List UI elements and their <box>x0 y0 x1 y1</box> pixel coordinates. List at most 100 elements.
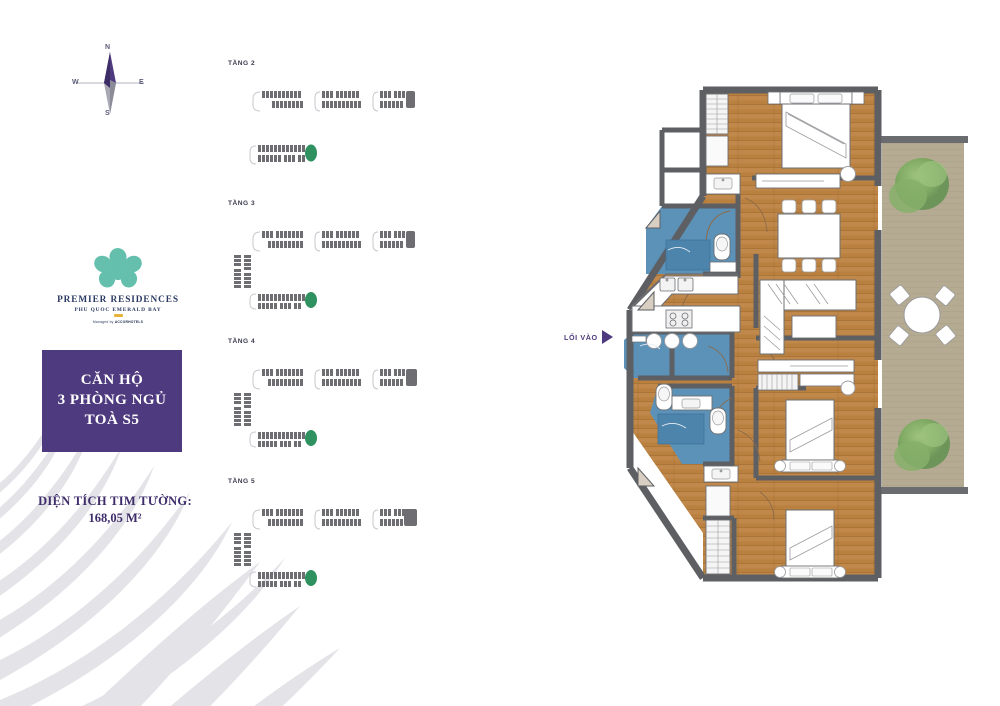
dining-chair <box>821 258 837 273</box>
outdoor-chair <box>888 325 910 346</box>
compass-label-west: W <box>72 79 79 86</box>
key-plan-diagram-3 <box>234 231 415 310</box>
bedroom-3 <box>774 509 846 579</box>
nightstand <box>767 91 781 105</box>
single-bed-2 <box>785 399 835 461</box>
managed-operator: ACCORHOTELS <box>114 320 144 325</box>
cooktop <box>665 309 693 329</box>
brand-managed-by: Managed by ACCORHOTELS <box>50 320 186 324</box>
brand-block: PREMIER RESIDENCES PHU QUOC EMERALD BAY … <box>50 248 186 324</box>
master-bedroom <box>705 91 865 195</box>
apartment-title-box: CĂN HỘ 3 PHÒNG NGỦ TOÀ S5 <box>42 350 182 452</box>
storage-closet <box>705 485 731 517</box>
nightstand <box>834 460 846 472</box>
compass-label-north: N <box>105 44 111 51</box>
key-plan-floor-5[interactable]: TẦNG 5 <box>228 478 438 588</box>
managed-prefix: Managed by <box>92 320 115 325</box>
floor-plan <box>610 78 990 618</box>
bookshelf <box>757 373 799 391</box>
title-line-1: CĂN HỘ <box>80 372 144 389</box>
tree <box>889 158 949 213</box>
dining-chair <box>781 258 797 273</box>
nightstand <box>851 91 865 105</box>
shower-head <box>631 335 647 343</box>
outdoor-dining-set <box>888 284 956 346</box>
pillow <box>817 93 843 104</box>
key-plan-floor-4[interactable]: TẦNG 4 <box>228 338 438 448</box>
sink <box>711 468 731 480</box>
wall-corner-fills <box>636 209 661 487</box>
double-bed <box>781 103 851 169</box>
pillow <box>789 93 815 104</box>
bar-stool <box>646 333 662 349</box>
title-line-2: 3 PHÒNG NGỦ <box>57 392 167 409</box>
plumeria-leaf-icon <box>94 248 142 288</box>
title-line-3: TOÀ S5 <box>84 411 140 428</box>
outdoor-chair <box>889 284 910 306</box>
key-plan-label-4: TẦNG 4 <box>228 338 256 345</box>
shower-tray <box>665 239 711 271</box>
bathroom-3 <box>657 407 739 483</box>
sink <box>681 398 701 409</box>
key-plan-diagram-2 <box>249 91 415 165</box>
console-extension <box>799 373 855 387</box>
key-plan-group: TẦNG 2 <box>228 60 448 620</box>
bathroom-1 <box>665 233 737 273</box>
terrace-wall-top <box>878 136 968 143</box>
sink <box>659 277 676 292</box>
dining-chair <box>781 199 797 214</box>
floor-plan-svg <box>624 86 968 582</box>
bedroom-2 <box>774 399 846 473</box>
counter <box>709 261 737 273</box>
terrace-wall-bottom <box>878 487 968 494</box>
key-plan-label-2: TẦNG 2 <box>228 60 256 67</box>
bar-stool <box>682 333 698 349</box>
nightstand <box>774 566 786 578</box>
brand-accent-bar <box>113 314 123 318</box>
area-value: 168,05 M² <box>88 511 142 525</box>
entrance-marker: LỐI VÀO <box>564 330 613 344</box>
brand-location: PHU QUOC EMERALD BAY <box>74 307 162 314</box>
key-plan-label-5: TẦNG 5 <box>228 478 256 485</box>
compass-rose: N S W E <box>72 44 148 122</box>
dining-chair <box>801 199 817 214</box>
living-room <box>757 279 857 396</box>
compass-needle-icon <box>76 52 144 114</box>
area-block: DIỆN TÍCH TIM TƯỜNG: 168,05 M² <box>20 494 210 526</box>
nightstand <box>834 566 846 578</box>
brand-name: PREMIER RESIDENCES <box>57 295 179 305</box>
coffee-table <box>791 315 837 339</box>
sink <box>677 277 694 292</box>
decor-lamp <box>840 166 856 182</box>
play-triangle-icon <box>601 330 613 344</box>
bar-stool <box>664 333 680 349</box>
shower-tray <box>657 413 705 445</box>
key-plan-floor-3[interactable]: TẦNG 3 <box>228 200 438 310</box>
key-plan-diagram-4 <box>234 369 417 448</box>
area-label: DIỆN TÍCH TIM TƯỜNG: <box>38 494 192 508</box>
dining-room <box>755 166 856 273</box>
highlight-unit-marker <box>305 144 317 162</box>
single-bed-3 <box>785 509 835 569</box>
key-plan-floor-2[interactable]: TẦNG 2 <box>228 60 438 170</box>
dining-chair <box>801 258 817 273</box>
bathroom-2 <box>631 335 713 411</box>
dining-chair <box>821 199 837 214</box>
terrace <box>878 136 968 494</box>
decor-lamp <box>840 380 856 396</box>
dining-table <box>777 213 841 259</box>
highlight-unit-marker <box>305 430 317 446</box>
outdoor-round-table <box>903 296 941 334</box>
stairs-storage <box>705 485 731 575</box>
closet <box>705 135 729 167</box>
sink <box>713 177 733 190</box>
outdoor-chair <box>934 285 956 306</box>
compass-label-east: E <box>139 79 144 86</box>
key-plan-label-3: TẦNG 3 <box>228 200 256 207</box>
highlight-unit-marker <box>305 570 317 586</box>
entrance-label: LỐI VÀO <box>564 332 598 342</box>
tree <box>894 419 950 471</box>
outdoor-chair <box>935 324 956 346</box>
highlight-unit-marker <box>305 292 317 308</box>
compass-label-south: S <box>105 110 110 117</box>
